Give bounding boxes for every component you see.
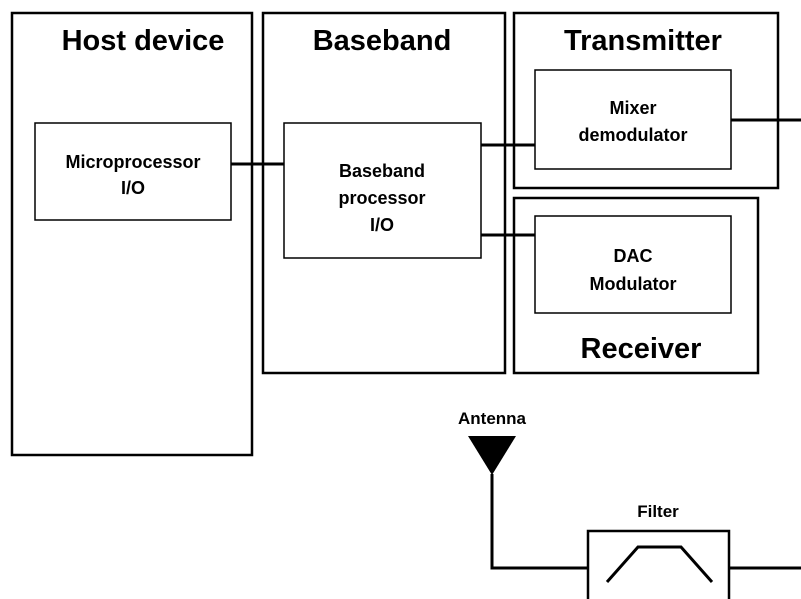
receiver-block: DAC Modulator Receiver bbox=[512, 196, 760, 375]
antenna-to-filter-wire bbox=[490, 474, 588, 570]
baseband-processor-label-line1: Baseband bbox=[339, 161, 425, 181]
transmitter-title: Transmitter bbox=[564, 25, 722, 57]
microprocessor-label-line1: Microprocessor bbox=[65, 152, 200, 172]
dac-modulator-label-line1: DAC bbox=[614, 246, 653, 266]
mixer-demodulator-box bbox=[534, 69, 732, 170]
bandpass-filter-icon bbox=[605, 545, 714, 583]
microprocessor-label-line2: I/O bbox=[121, 178, 145, 198]
baseband-processor-box bbox=[283, 122, 482, 259]
baseband-block: Baseband Baseband processor I/O bbox=[261, 11, 507, 375]
mixer-demodulator-label-line1: Mixer bbox=[609, 98, 656, 118]
baseband-processor-label-line3: I/O bbox=[370, 215, 394, 235]
baseband-processor-label-line2: processor bbox=[338, 188, 425, 208]
dac-modulator-box bbox=[534, 215, 732, 314]
receiver-title: Receiver bbox=[581, 333, 702, 365]
host-device-frame bbox=[10, 11, 254, 457]
baseband-title: Baseband bbox=[313, 25, 452, 57]
filter: Filter bbox=[586, 502, 801, 599]
host-device-title: Host device bbox=[62, 25, 225, 57]
filter-label: Filter bbox=[637, 502, 679, 521]
filter-box bbox=[586, 529, 731, 599]
dac-modulator-label-line2: Modulator bbox=[590, 274, 677, 294]
antenna: Antenna bbox=[458, 409, 588, 570]
antenna-label: Antenna bbox=[458, 409, 527, 428]
host-device-block: Host device Microprocessor I/O bbox=[10, 11, 254, 457]
microprocessor-box bbox=[34, 122, 232, 221]
mixer-demodulator-label-line2: demodulator bbox=[578, 125, 687, 145]
transmitter-block: Transmitter Mixer demodulator bbox=[512, 11, 780, 190]
antenna-icon bbox=[468, 436, 516, 475]
